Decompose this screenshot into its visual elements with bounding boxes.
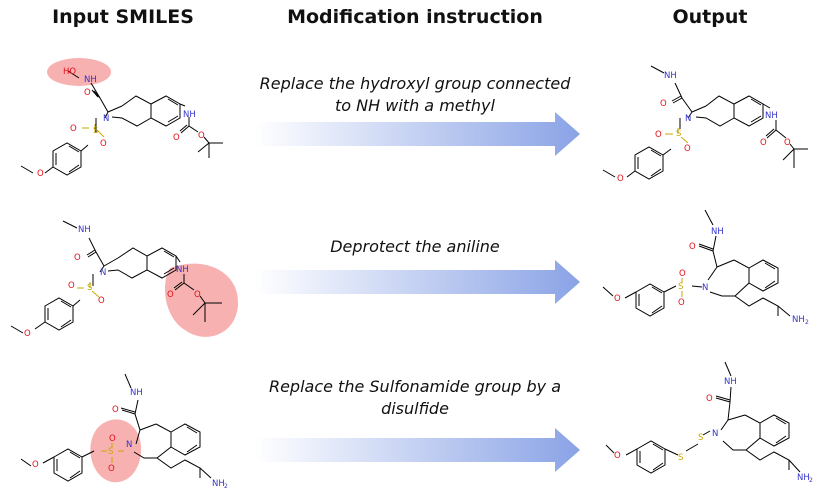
svg-text:O: O — [108, 464, 115, 474]
svg-text:HO: HO — [63, 67, 76, 77]
svg-text:N: N — [126, 440, 132, 450]
svg-text:S: S — [93, 126, 98, 136]
svg-text:S: S — [698, 433, 703, 443]
svg-text:NH: NH — [212, 479, 225, 489]
svg-text:S: S — [87, 283, 92, 293]
svg-text:O: O — [109, 434, 116, 444]
header-modification-instruction: Modification instruction — [287, 6, 543, 28]
svg-text:O: O — [68, 281, 75, 291]
svg-text:NH: NH — [78, 225, 91, 235]
svg-text:O: O — [74, 253, 81, 263]
svg-text:N: N — [702, 283, 708, 293]
svg-text:O: O — [706, 394, 713, 404]
svg-text:O: O — [617, 174, 624, 184]
svg-text:NH: NH — [84, 75, 97, 85]
svg-text:O: O — [678, 298, 685, 308]
highlight-hydroxyl — [47, 58, 111, 86]
svg-text:O: O — [70, 124, 77, 134]
header-output: Output — [672, 6, 748, 28]
svg-text:N: N — [103, 114, 109, 124]
svg-text:NH: NH — [765, 111, 778, 121]
svg-text:N: N — [685, 114, 691, 124]
instruction-replace-hydroxyl: Replace the hydroxyl group connected to … — [259, 74, 571, 115]
arrow-row-2 — [255, 260, 580, 304]
svg-text:O: O — [167, 290, 174, 300]
svg-text:NH: NH — [664, 71, 677, 81]
svg-text:O: O — [24, 329, 31, 339]
svg-text:O: O — [112, 405, 119, 415]
svg-text:O: O — [679, 269, 686, 279]
svg-text:O: O — [198, 131, 205, 141]
svg-text:2: 2 — [224, 483, 228, 490]
svg-text:S: S — [678, 453, 683, 463]
svg-text:NH: NH — [130, 388, 143, 398]
svg-text:O: O — [684, 144, 691, 154]
svg-text:NH: NH — [792, 315, 805, 325]
svg-text:O: O — [84, 88, 91, 98]
arrow-row-1 — [255, 112, 580, 156]
svg-text:O: O — [173, 133, 180, 143]
svg-text:2: 2 — [809, 477, 813, 484]
svg-text:O: O — [98, 296, 105, 306]
instruction-sulfonamide-disulfide: Replace the Sulfonamide group by a disul… — [268, 377, 562, 418]
svg-text:N: N — [712, 429, 718, 439]
arrow-row-3 — [255, 428, 580, 472]
svg-text:O: O — [760, 138, 767, 148]
svg-text:O: O — [784, 138, 791, 148]
svg-text:NH: NH — [724, 377, 737, 387]
svg-text:O: O — [100, 139, 107, 149]
svg-text:O: O — [614, 451, 621, 461]
svg-text:2: 2 — [805, 319, 809, 326]
svg-text:O: O — [194, 290, 201, 300]
svg-text:NH: NH — [797, 473, 810, 483]
svg-text:N: N — [100, 268, 106, 278]
highlight-boc-group — [165, 263, 239, 337]
svg-text:NH: NH — [183, 110, 196, 120]
header-input-smiles: Input SMILES — [52, 6, 194, 28]
svg-text:S: S — [678, 282, 683, 292]
svg-text:O: O — [614, 294, 621, 304]
highlight-sulfonamide — [90, 419, 142, 483]
svg-text:O: O — [37, 169, 44, 179]
svg-text:O: O — [32, 460, 39, 470]
svg-text:O: O — [660, 99, 667, 109]
svg-text:S: S — [108, 447, 113, 457]
svg-text:NH: NH — [711, 227, 724, 237]
svg-text:O: O — [655, 130, 662, 140]
svg-text:S: S — [676, 129, 681, 139]
svg-text:O: O — [689, 242, 696, 252]
svg-text:NH: NH — [176, 265, 189, 275]
instruction-deprotect-aniline: Deprotect the aniline — [330, 237, 500, 256]
